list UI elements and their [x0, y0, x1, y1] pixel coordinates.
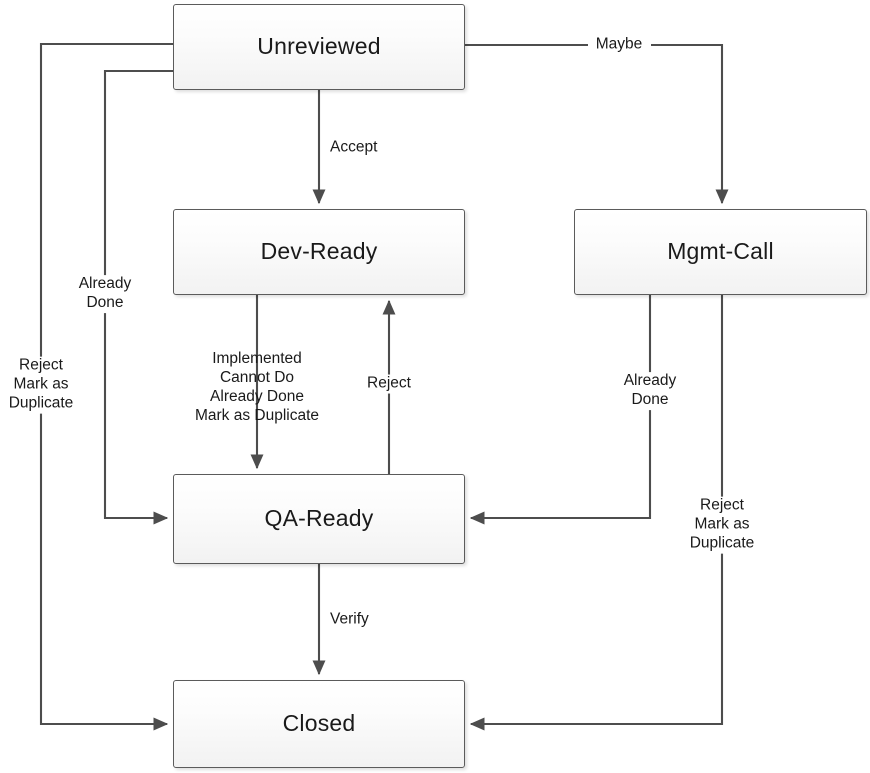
- edge-label-dev-to-qa: Implemented Cannot Do Already Done Mark …: [194, 350, 320, 424]
- edge-label-unreviewed-reject: Reject Mark as Duplicate: [5, 356, 77, 414]
- edge-mgmt-reject: [469, 295, 724, 731]
- state-node-label: QA-Ready: [264, 505, 374, 532]
- edge-mgmt-already-done: [469, 295, 652, 525]
- state-node-unreviewed[interactable]: Unreviewed: [173, 4, 465, 90]
- state-node-label: Closed: [282, 710, 356, 737]
- edge-label-accept: Accept: [330, 138, 378, 156]
- edge-label-mgmt-reject: Reject Mark as Duplicate: [686, 496, 758, 554]
- state-node-closed[interactable]: Closed: [173, 680, 465, 768]
- edge-label-unreviewed-already-done: Already Done: [75, 275, 135, 313]
- state-node-dev-ready[interactable]: Dev-Ready: [173, 209, 465, 295]
- state-node-label: Unreviewed: [257, 33, 381, 60]
- state-node-label: Mgmt-Call: [667, 238, 774, 265]
- state-node-qa-ready[interactable]: QA-Ready: [173, 474, 465, 564]
- edge-label-verify: Verify: [330, 610, 369, 628]
- edge-label-maybe: Maybe: [592, 35, 646, 55]
- state-node-mgmt-call[interactable]: Mgmt-Call: [574, 209, 867, 295]
- edge-label-mgmt-already-done: Already Done: [620, 372, 680, 410]
- edge-label-qa-reject: Reject: [364, 374, 414, 394]
- state-node-label: Dev-Ready: [260, 238, 378, 265]
- edge-maybe-right: [651, 43, 729, 205]
